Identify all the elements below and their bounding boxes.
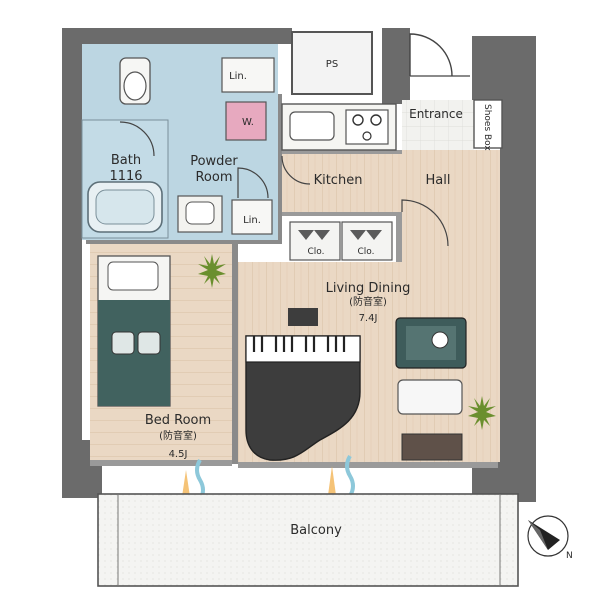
room-label-living-soundproof: (防音室) — [349, 297, 387, 308]
room-label-bedroom-soundproof: (防音室) — [159, 431, 197, 442]
room-label-bath: Bath — [110, 153, 142, 168]
grand-piano — [245, 308, 361, 461]
sink-basin — [185, 201, 215, 225]
coffee-table — [397, 379, 463, 415]
room-label-ps: PS — [325, 59, 339, 70]
kitchen-door — [281, 155, 311, 185]
bed — [97, 255, 171, 407]
linen-bottom — [231, 199, 273, 235]
room-label-bedroom-size: 4.5J — [168, 449, 188, 460]
room-label-shoes-box: Shoes Box — [482, 104, 492, 151]
bathtub-inner — [95, 189, 155, 225]
hanger-clothes — [298, 230, 382, 240]
room-label-balcony: Balcony — [290, 523, 342, 538]
stove — [345, 109, 389, 145]
washer-pan — [225, 101, 267, 141]
piano-bench — [288, 308, 318, 326]
balcony-floor — [97, 493, 519, 587]
toilet-bowl — [123, 71, 147, 101]
room-label-bath-size: 1116 — [109, 169, 143, 184]
powder-room-door — [237, 167, 269, 199]
room-label-bedroom: Bed Room — [144, 413, 212, 428]
room-label-powder-room: Powder Room — [190, 154, 238, 185]
compass — [527, 515, 569, 557]
bath-door — [119, 121, 155, 157]
room-label-living-size: 7.4J — [358, 313, 378, 324]
compass-north-label: N — [566, 551, 573, 561]
sofa — [395, 317, 467, 369]
room-label-closet-2: Clo. — [357, 247, 375, 257]
room-label-closet-1: Clo. — [307, 247, 325, 257]
linen-top — [221, 57, 275, 93]
closet-1 — [289, 221, 341, 261]
kitchen-sink — [289, 111, 335, 141]
entrance-door — [409, 33, 453, 77]
room-label-hall: Hall — [425, 173, 451, 188]
room-label-kitchen: Kitchen — [313, 173, 363, 188]
plant-bedroom — [198, 254, 226, 288]
hall-floor — [402, 150, 500, 262]
closet-2 — [341, 221, 393, 261]
room-label-washer: W. — [242, 117, 254, 128]
room-label-lin-bottom: Lin. — [243, 215, 261, 226]
ps-shaft — [291, 31, 373, 95]
entrance-floor — [402, 100, 474, 150]
room-label-entrance: Entrance — [409, 107, 463, 121]
hall-door — [401, 199, 449, 247]
room-label-lin-top: Lin. — [229, 71, 247, 82]
tv-stand — [401, 433, 463, 461]
room-label-living-dining: Living Dining — [325, 281, 411, 296]
plant-living — [468, 396, 496, 430]
shoes-box — [473, 99, 503, 149]
